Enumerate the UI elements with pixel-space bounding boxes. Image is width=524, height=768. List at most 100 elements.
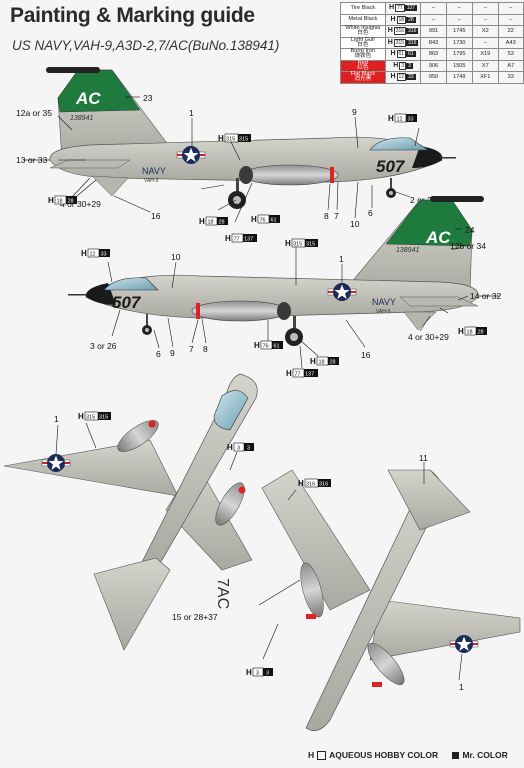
paint-tag-h77-137: H 77 137: [286, 368, 318, 378]
callout-16: 16: [151, 211, 161, 221]
callout-7: 7: [334, 211, 339, 221]
svg-text:315: 315: [239, 137, 248, 143]
svg-text:H: H: [246, 668, 252, 677]
svg-text:18: 18: [57, 199, 63, 205]
paint-tag-h18-28-gear: H 18 28: [310, 356, 339, 366]
svg-text:28: 28: [330, 360, 336, 366]
svg-text:3: 3: [256, 671, 259, 677]
paint-tag-h315: H 315 315: [285, 238, 318, 248]
main-landing-gear: [285, 316, 303, 346]
mr-color-label: Mr. COLOR: [452, 750, 513, 760]
svg-text:H: H: [254, 341, 260, 350]
nose-probe: [68, 294, 86, 296]
callout-12a-or-35: 12a or 35: [16, 108, 52, 118]
engine-exhaust: [277, 302, 291, 320]
canopy: [213, 390, 249, 431]
legend-value: 1745: [445, 25, 474, 38]
svg-text:H: H: [458, 327, 464, 336]
legend-m-code: 137: [404, 5, 418, 12]
callout-10: 10: [350, 219, 360, 229]
modex-number: 507: [376, 157, 406, 176]
callout-3-or-26: 3 or 26: [90, 341, 117, 351]
tail-fin-green-band: [57, 69, 141, 113]
engine-pod: [241, 164, 339, 186]
ventral-fin: [91, 175, 129, 197]
legend-m-code: 61: [406, 51, 416, 58]
nose-probe: [440, 157, 456, 159]
legend-name-text: White Insignia: [345, 25, 381, 32]
svg-text:H: H: [48, 196, 54, 205]
svg-text:H: H: [388, 114, 394, 123]
legend-m-code: 315: [406, 39, 419, 46]
navy-text: NAVY: [372, 297, 396, 307]
svg-text:18: 18: [208, 220, 214, 226]
svg-text:12: 12: [90, 252, 96, 258]
svg-text:H: H: [218, 134, 224, 143]
horizontal-stabilizer: [93, 557, 171, 651]
svg-text:28: 28: [68, 199, 74, 205]
insignia-star: [449, 635, 479, 653]
legend-value: A43: [497, 36, 524, 49]
modex-number: 507: [112, 293, 142, 312]
callout-9: 9: [352, 107, 357, 117]
callout-1: 1: [54, 414, 59, 424]
callout-8: 8: [203, 344, 208, 354]
svg-text:76: 76: [260, 218, 266, 224]
tail-top-antenna: [430, 196, 484, 202]
plan-top-view: 1 H 315 315 H 3 3: [3, 373, 258, 651]
engine-pod: [191, 300, 289, 322]
nose-landing-gear: [386, 178, 396, 198]
svg-text:18: 18: [319, 360, 325, 366]
callout-10: 10: [171, 252, 181, 262]
svg-text:3: 3: [266, 671, 269, 677]
squadron-text: VAH-9: [144, 178, 159, 184]
paint-tag-h12-33: H 12 33: [81, 248, 110, 258]
callout-1: 1: [459, 682, 464, 692]
callout-11: 11: [419, 453, 428, 463]
svg-text:3: 3: [247, 446, 250, 452]
nose-cone: [412, 146, 443, 168]
profile-bottom-view: AC 138941 NAVY VAH-9 507: [68, 196, 501, 378]
legend-sub-text: 烧铁色: [354, 53, 372, 60]
right-wing: [3, 439, 179, 497]
svg-text:61: 61: [271, 218, 277, 224]
engine-intake-red: [330, 167, 334, 183]
svg-text:H: H: [81, 249, 87, 258]
engine-red-intake: [306, 614, 316, 619]
svg-text:76: 76: [263, 344, 269, 350]
insignia-star: [176, 146, 206, 164]
legend-h-code: 316: [393, 27, 407, 36]
svg-text:315: 315: [226, 137, 235, 143]
legend-value: 1749: [445, 71, 474, 84]
legend-name-text: Burnt Iron: [350, 48, 376, 55]
callout-4-or-30-29: 4 or 30+29: [408, 332, 449, 342]
callout-12b-or-34: 12b or 34: [450, 241, 486, 251]
legend-sub-text: 白色: [357, 41, 369, 48]
legend-h-code: 18: [396, 15, 407, 24]
legend-value: 1730: [445, 36, 474, 49]
legend-h-code: 77: [395, 4, 405, 13]
svg-text:61: 61: [274, 344, 280, 350]
svg-text:H: H: [199, 217, 205, 226]
legend-h-code: 315: [393, 38, 407, 47]
engine-red-intake: [238, 486, 246, 494]
legend-m-code: 33: [406, 74, 416, 81]
engine-exhaust: [239, 166, 253, 184]
engine-pod-right: [215, 482, 245, 526]
legend-m-code: 3: [406, 62, 413, 69]
paint-tag-h3-3: H 3 3: [246, 667, 273, 677]
legend-name-text: Flat Black: [350, 71, 376, 78]
callout-6: 6: [156, 349, 161, 359]
paint-tag-h315: H 315 315: [78, 411, 111, 421]
paint-tag-h18-28-right: H 18 28: [458, 326, 487, 336]
svg-text:33: 33: [408, 117, 414, 123]
svg-text:315: 315: [86, 415, 95, 421]
